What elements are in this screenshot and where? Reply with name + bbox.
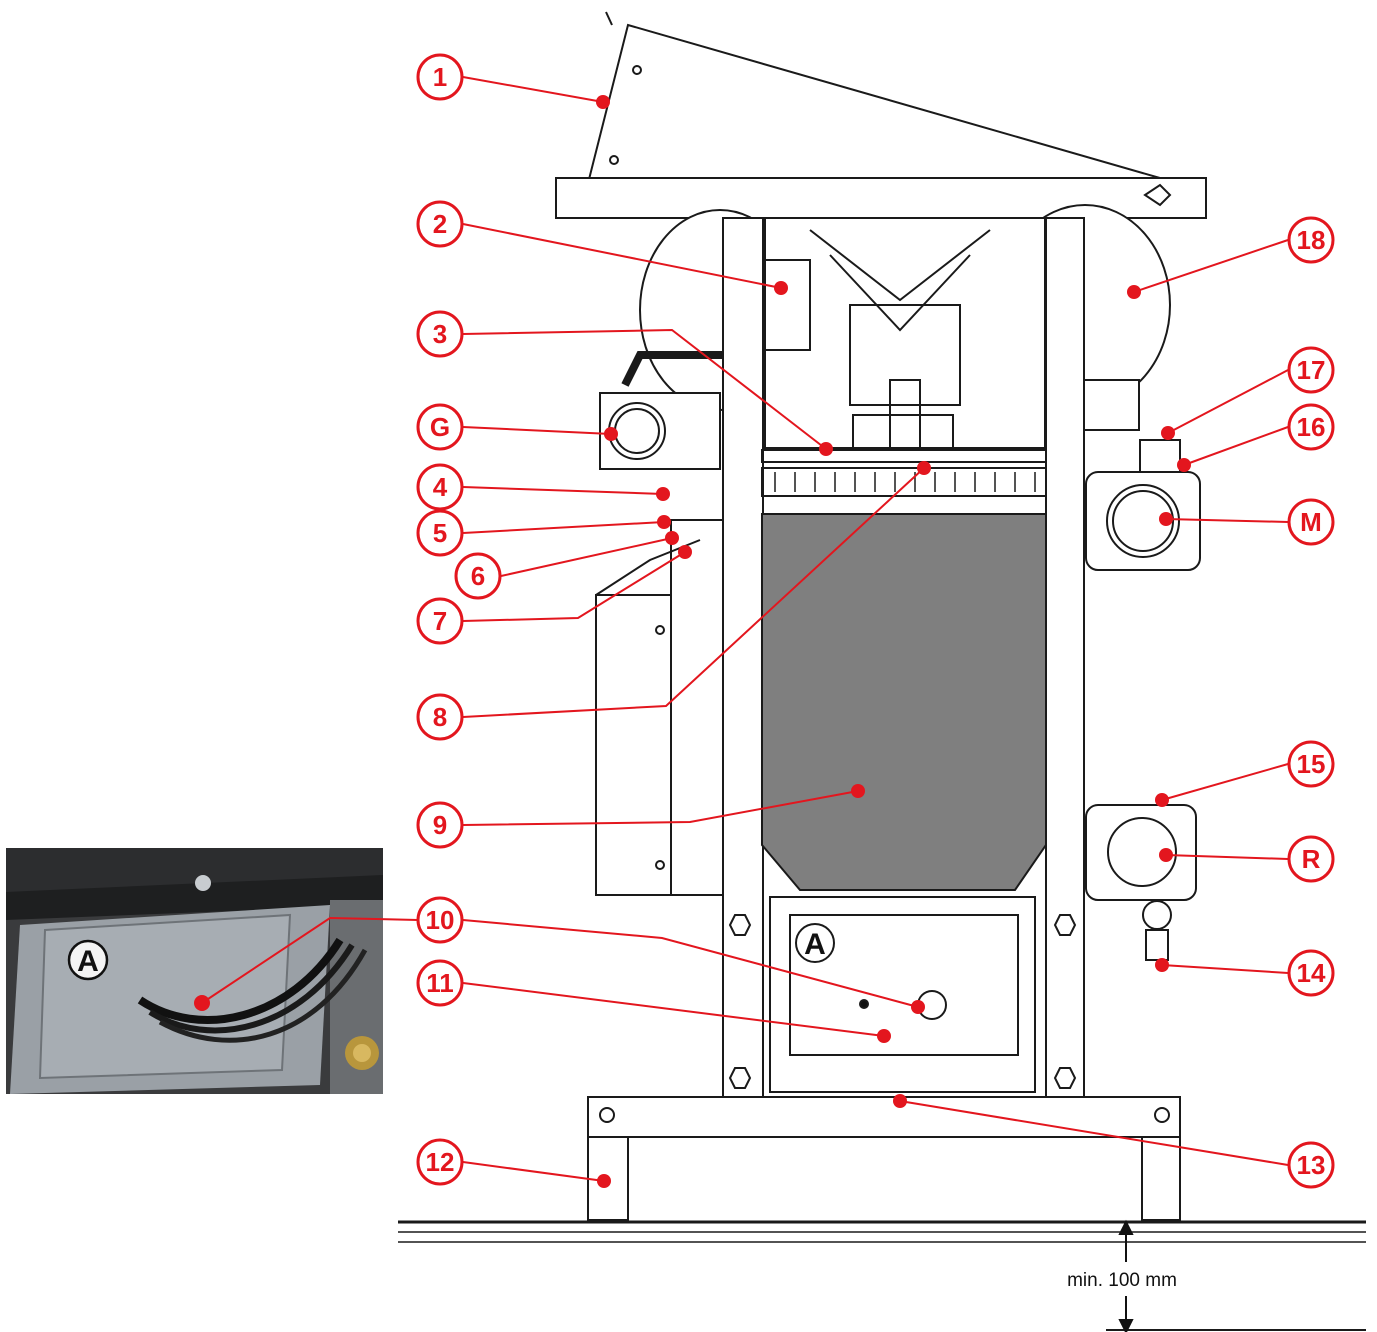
callout-label: 13 bbox=[1297, 1150, 1326, 1180]
callout-ring bbox=[416, 801, 464, 849]
callout-ring bbox=[416, 403, 464, 451]
callout-label: R bbox=[1302, 844, 1321, 874]
leader-line bbox=[462, 486, 664, 495]
hopper bbox=[761, 513, 1047, 891]
callout-dot bbox=[596, 95, 610, 109]
callout-label: 5 bbox=[433, 518, 447, 548]
callout-dot bbox=[1161, 426, 1175, 440]
callout-ring bbox=[1287, 403, 1335, 451]
callout-label: 3 bbox=[433, 319, 447, 349]
callout-label: 15 bbox=[1297, 749, 1326, 779]
callout-dot bbox=[657, 515, 671, 529]
callout-dot bbox=[1155, 958, 1169, 972]
callout-label: 18 bbox=[1297, 225, 1326, 255]
leader-line bbox=[899, 1100, 1289, 1166]
callout-label: G bbox=[430, 412, 450, 442]
callout-ring bbox=[416, 693, 464, 741]
callout-dot bbox=[893, 1094, 907, 1108]
leader-line bbox=[462, 467, 925, 718]
callout-dot bbox=[1155, 793, 1169, 807]
callout-ring bbox=[416, 1138, 464, 1186]
leader-line bbox=[462, 551, 686, 622]
callout-label: 12 bbox=[426, 1147, 455, 1177]
callout-ring bbox=[416, 53, 464, 101]
leader-line bbox=[1165, 518, 1289, 523]
leader-line bbox=[1161, 964, 1289, 974]
callout-dot bbox=[877, 1029, 891, 1043]
callout-dot bbox=[774, 281, 788, 295]
callout-ring bbox=[1287, 740, 1335, 788]
callout-label: 17 bbox=[1297, 355, 1326, 385]
callout-ring bbox=[416, 463, 464, 511]
leader-line bbox=[462, 328, 827, 450]
callout-ring bbox=[416, 310, 464, 358]
leader-line bbox=[1183, 426, 1289, 466]
callout-dot bbox=[1177, 458, 1191, 472]
callout-ring bbox=[1287, 949, 1335, 997]
callout-dot bbox=[917, 461, 931, 475]
leader-line bbox=[462, 919, 919, 1008]
callout-label: 14 bbox=[1297, 958, 1326, 988]
leader-line bbox=[1165, 854, 1289, 860]
callout-label: 8 bbox=[433, 702, 447, 732]
leader-line bbox=[1161, 763, 1289, 801]
callout-label: 11 bbox=[426, 968, 454, 998]
callout-label: 7 bbox=[433, 606, 447, 636]
callout-dot bbox=[665, 531, 679, 545]
callout-label: 16 bbox=[1297, 412, 1326, 442]
callout-dot bbox=[1159, 848, 1173, 862]
callout-ring bbox=[416, 959, 464, 1007]
callout-label: 1 bbox=[433, 62, 447, 92]
machine-drawing bbox=[398, 11, 1366, 1331]
callout-dot bbox=[1127, 285, 1141, 299]
callout-ring bbox=[454, 552, 502, 600]
panel-letter-a: A bbox=[804, 928, 826, 961]
callout-dot bbox=[819, 442, 833, 456]
leader-line bbox=[462, 223, 782, 289]
callout-dot bbox=[851, 784, 865, 798]
clearance-dimension bbox=[1118, 1219, 1134, 1332]
callout-ring bbox=[1287, 346, 1335, 394]
callout-label: 6 bbox=[471, 561, 485, 591]
leader-line bbox=[201, 916, 419, 1004]
callout-label: 2 bbox=[433, 209, 447, 239]
leader-line bbox=[462, 76, 604, 103]
clearance-note: min. 100 mm bbox=[1067, 1270, 1177, 1291]
callout-ring bbox=[416, 597, 464, 645]
callout-dot bbox=[678, 545, 692, 559]
callout-ring bbox=[1287, 498, 1335, 546]
callout-ring bbox=[416, 200, 464, 248]
callout-ring bbox=[1287, 216, 1335, 264]
callout-ring bbox=[1287, 835, 1335, 883]
leader-line bbox=[500, 537, 673, 577]
leader-line bbox=[462, 521, 665, 534]
leader-line bbox=[462, 982, 885, 1037]
callout-dot bbox=[597, 1174, 611, 1188]
callout-label: 10 bbox=[426, 905, 455, 935]
callout-ring bbox=[1287, 1141, 1335, 1189]
inset-letter-a: A bbox=[77, 945, 99, 978]
leader-line bbox=[1167, 369, 1289, 434]
callout-dot bbox=[656, 487, 670, 501]
callout-dot bbox=[194, 995, 210, 1011]
leader-line bbox=[462, 426, 612, 435]
callout-dot bbox=[604, 427, 618, 441]
leader-line bbox=[462, 1161, 605, 1182]
leader-line bbox=[1133, 239, 1289, 293]
leader-line bbox=[462, 790, 859, 826]
leader-lines bbox=[194, 76, 1289, 1188]
callout-ring bbox=[416, 509, 464, 557]
callout-dot bbox=[1159, 512, 1173, 526]
callout-label: M bbox=[1300, 507, 1322, 537]
callout-dot bbox=[911, 1000, 925, 1014]
inset-photo: A bbox=[6, 848, 383, 1094]
callout-label: 9 bbox=[433, 810, 447, 840]
callout-label: 4 bbox=[433, 472, 448, 502]
callout-ring bbox=[416, 896, 464, 944]
